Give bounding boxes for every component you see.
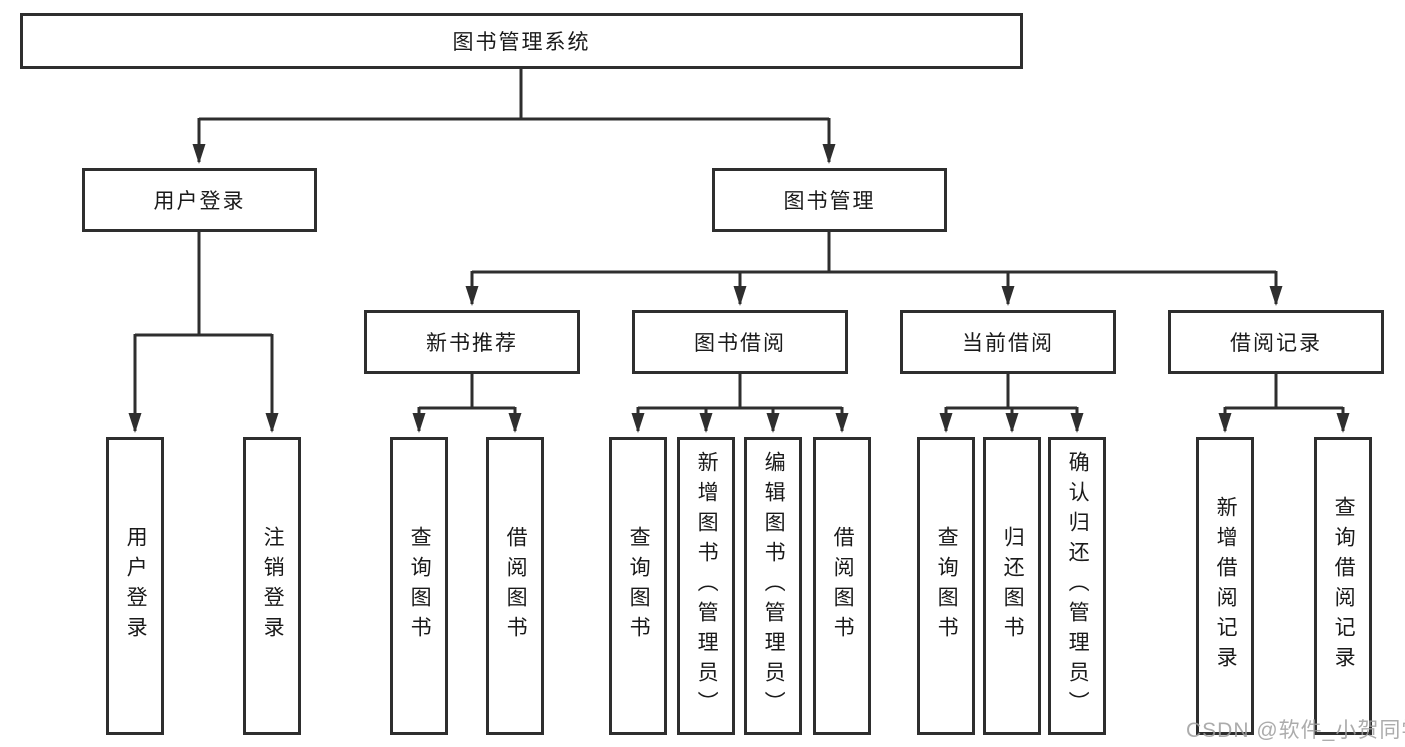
node-current-borrow: 当前借阅	[900, 310, 1116, 374]
leaf-confirm-return-admin: 确认归还（管理员）	[1048, 437, 1106, 735]
node-label: 图书管理	[783, 190, 876, 213]
node-label: 用户登录	[124, 526, 148, 646]
watermark-csdn: CSDN @软件_小贺同学	[1186, 719, 1405, 742]
node-label: 用户登录	[153, 190, 246, 213]
leaf-logout-login: 注销登录	[243, 437, 301, 735]
node-label: 查询图书	[408, 526, 432, 646]
node-label: 查询图书	[935, 526, 959, 646]
node-borrow-records: 借阅记录	[1168, 310, 1384, 374]
leaf-query-books-recommend: 查询图书	[390, 437, 448, 735]
leaf-add-borrow-record: 新增借阅记录	[1196, 437, 1254, 735]
node-new-book-recommend: 新书推荐	[364, 310, 580, 374]
node-book-management: 图书管理	[712, 168, 947, 232]
leaf-return-books: 归还图书	[983, 437, 1041, 735]
node-label: 确认归还（管理员）	[1066, 451, 1090, 721]
leaf-edit-books-admin: 编辑图书（管理员）	[744, 437, 802, 735]
node-label: 借阅图书	[831, 526, 855, 646]
leaf-add-books-admin: 新增图书（管理员）	[677, 437, 735, 735]
leaf-borrow-books-recommend: 借阅图书	[486, 437, 544, 735]
node-label: 查询图书	[627, 526, 651, 646]
node-label: 当前借阅	[962, 332, 1054, 355]
node-label: 新增图书（管理员）	[695, 451, 719, 721]
node-label: 新书推荐	[426, 332, 518, 355]
node-label: 借阅图书	[504, 526, 528, 646]
node-label: 编辑图书（管理员）	[762, 451, 786, 721]
leaf-query-borrow-record: 查询借阅记录	[1314, 437, 1372, 735]
node-user-login: 用户登录	[82, 168, 317, 232]
leaf-borrow-books-borrow: 借阅图书	[813, 437, 871, 735]
node-library-system: 图书管理系统	[20, 13, 1023, 69]
node-label: 借阅记录	[1230, 332, 1322, 355]
node-label: 图书管理系统	[452, 31, 591, 54]
node-label: 新增借阅记录	[1214, 496, 1238, 676]
node-label: 查询借阅记录	[1332, 496, 1356, 676]
node-label: 注销登录	[261, 526, 285, 646]
leaf-user-login: 用户登录	[106, 437, 164, 735]
node-label: 图书借阅	[694, 332, 786, 355]
node-book-borrow: 图书借阅	[632, 310, 848, 374]
leaf-query-books-borrow: 查询图书	[609, 437, 667, 735]
leaf-query-books-current: 查询图书	[917, 437, 975, 735]
node-label: 归还图书	[1001, 526, 1025, 646]
